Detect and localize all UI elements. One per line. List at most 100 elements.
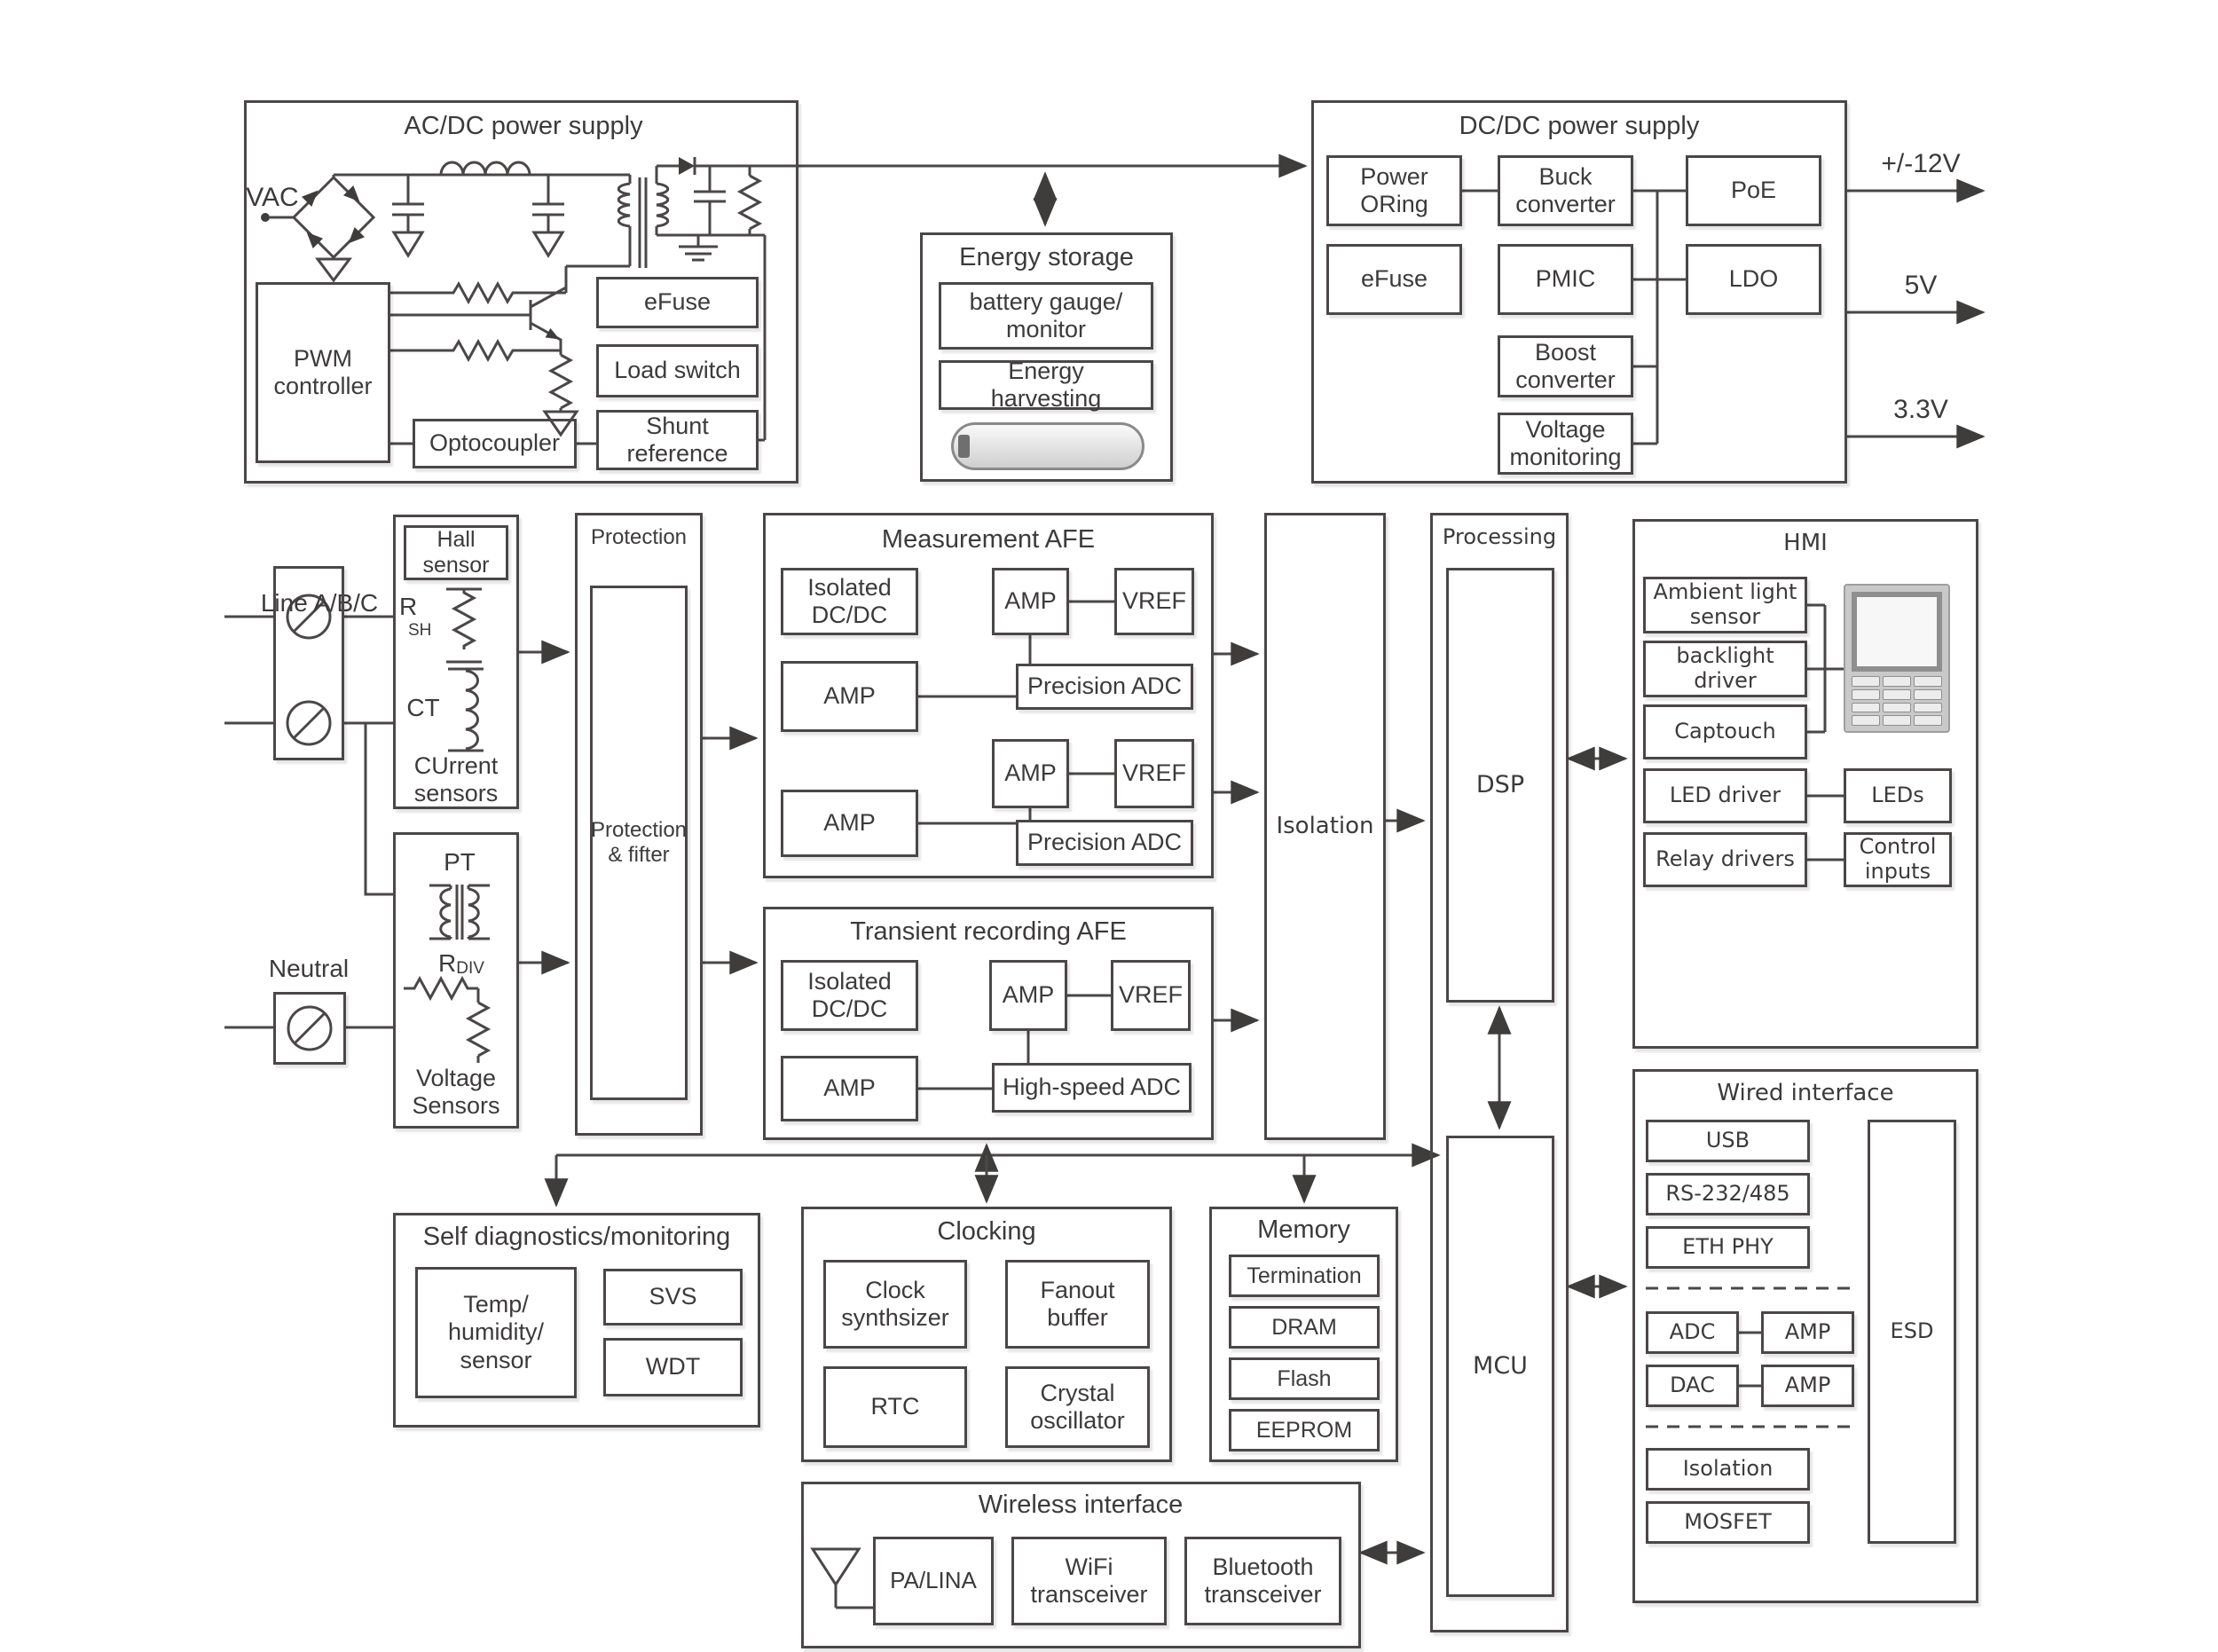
energy-storage-section [920,232,1173,482]
temp-humidity-sensor-block: Temp/ humidity/ sensor [415,1267,577,1398]
energy-storage-title: Energy storage [959,243,1134,271]
precision-adc-block: Precision ADC [1016,820,1193,866]
pmic-block: PMIC [1498,244,1633,315]
hall-sensor-block: Hall sensor [404,525,508,580]
antenna-icon [810,1547,873,1609]
clocking-title: Clocking [937,1217,1036,1246]
control-inputs-block: Control inputs [1844,832,1952,887]
hmi-wiring [1807,603,1844,861]
terminal-icons [286,594,333,1051]
inductor-icon [439,161,531,176]
rtc-block: RTC [823,1366,967,1448]
acdc-title: AC/DC power supply [404,112,643,140]
pa-lna-block: PA/LINA [873,1537,994,1625]
shunt-reference-block: Shunt reference [596,410,759,470]
energy-harvesting-block: Energy harvesting [939,358,1153,412]
ct-coil-icon [448,667,484,752]
clocking-section [801,1207,1172,1462]
keypad [1852,676,1942,726]
memory-section [1209,1207,1398,1462]
transistor-icon [390,264,630,350]
wired-interface-title: Wired interface [1717,1080,1894,1106]
lcd-keypad-icon [1844,584,1950,733]
boost-converter-block: Boost converter [1498,335,1633,397]
relay-drivers-block: Relay drivers [1643,832,1807,887]
captouch-block: Captouch [1643,704,1807,759]
measurement-afe-title: Measurement AFE [881,525,1096,554]
pwm-controller-block: PWM controller [256,282,390,463]
power-flow-arrows [798,153,1986,449]
transformer-icon [617,166,670,268]
mosfet-block: MOSFET [1646,1501,1810,1544]
rs232-485-block: RS-232/485 [1646,1173,1810,1215]
led-driver-block: LED driver [1643,768,1807,823]
leds-block: LEDs [1844,768,1952,823]
high-speed-adc-block: High-speed ADC [992,1063,1192,1113]
output-5v-label: 5V [1904,271,1938,300]
crystal-oscillator-block: Crystal oscillator [1005,1366,1150,1448]
protection-section [575,513,703,1136]
shunt-resistor-icon [446,587,482,664]
fanout-buffer-block: Fanout buffer [1005,1260,1150,1349]
resistor-icon [390,338,561,363]
termination-block: Termination [1229,1255,1380,1297]
divider-resistor-icon [404,975,492,1063]
vac-label: VAC [246,183,299,212]
battery-icon [951,422,1144,470]
dac-block: DAC [1646,1365,1739,1407]
isolated-dcdc-block: Isolated DC/DC [781,960,918,1031]
wireless-interface-title: Wireless interface [978,1491,1184,1519]
svs-block: SVS [603,1269,743,1326]
down-arrow-outline [542,410,579,437]
hmi-section [1632,519,1978,1049]
current-sensors-section [393,515,519,809]
acdc-circuit [261,157,798,445]
wifi-transceiver-block: WiFi transceiver [1011,1537,1167,1625]
buck-converter-block: Buck converter [1498,155,1633,226]
current-sensors-title: CUrrent sensors [413,752,499,807]
wired-isolation-block: Isolation [1646,1448,1810,1491]
optocoupler-block: Optocoupler [413,419,577,468]
bridge-rectifier-icon [291,175,376,260]
output-3v3-label: 3.3V [1893,395,1948,424]
rdiv-label: RDIV [438,949,484,978]
line-terminal-block [273,566,344,760]
backlight-driver-block: backlight driver [1643,641,1807,697]
voltage-sensors-section [393,832,519,1129]
efuse2-block: eFuse [1326,244,1462,315]
battery-terminal [958,435,970,458]
dcdc-wiring [1462,189,1686,445]
dcdc-power-supply-section [1311,100,1847,484]
line-abc-label: Line A/B/C [260,589,379,617]
down-arrow-outline [315,257,352,283]
amp-block: AMP [1761,1311,1854,1354]
amp-block: AMP [1761,1365,1854,1407]
wired-wiring [1646,1286,1854,1428]
transient-afe-title: Transient recording AFE [850,917,1127,946]
ct-label: CT [406,694,440,721]
transient-afe-section [763,907,1214,1140]
dram-block: DRAM [1229,1306,1380,1349]
isolation-block: Isolation [1264,513,1386,1140]
poe-block: PoE [1686,155,1821,226]
clock-synthesizer-block: Clock synthsizer [823,1260,967,1349]
isolated-dcdc-block: Isolated DC/DC [781,568,918,635]
precision-adc-block: Precision ADC [1016,664,1193,710]
output-12v-label: +/-12V [1881,149,1961,178]
voltage-sensors-title: Voltage Sensors [412,1065,500,1120]
amp-block: AMP [781,790,918,857]
diode-icon [679,157,696,175]
acdc-power-supply-section [244,100,798,484]
afe-isolation-arrows [1214,641,1628,1130]
amp-block: AMP [781,661,918,732]
ground-icon [679,235,718,262]
self-diagnostics-section [393,1213,760,1428]
hmi-title: HMI [1783,530,1828,556]
wired-interface-section [1632,1069,1978,1603]
battery-gauge-block: battery gauge/ monitor [939,282,1153,350]
measurement-afe-section [763,513,1214,878]
dsp-block: DSP [1446,568,1554,1003]
power-oring-block: Power ORing [1326,155,1462,226]
